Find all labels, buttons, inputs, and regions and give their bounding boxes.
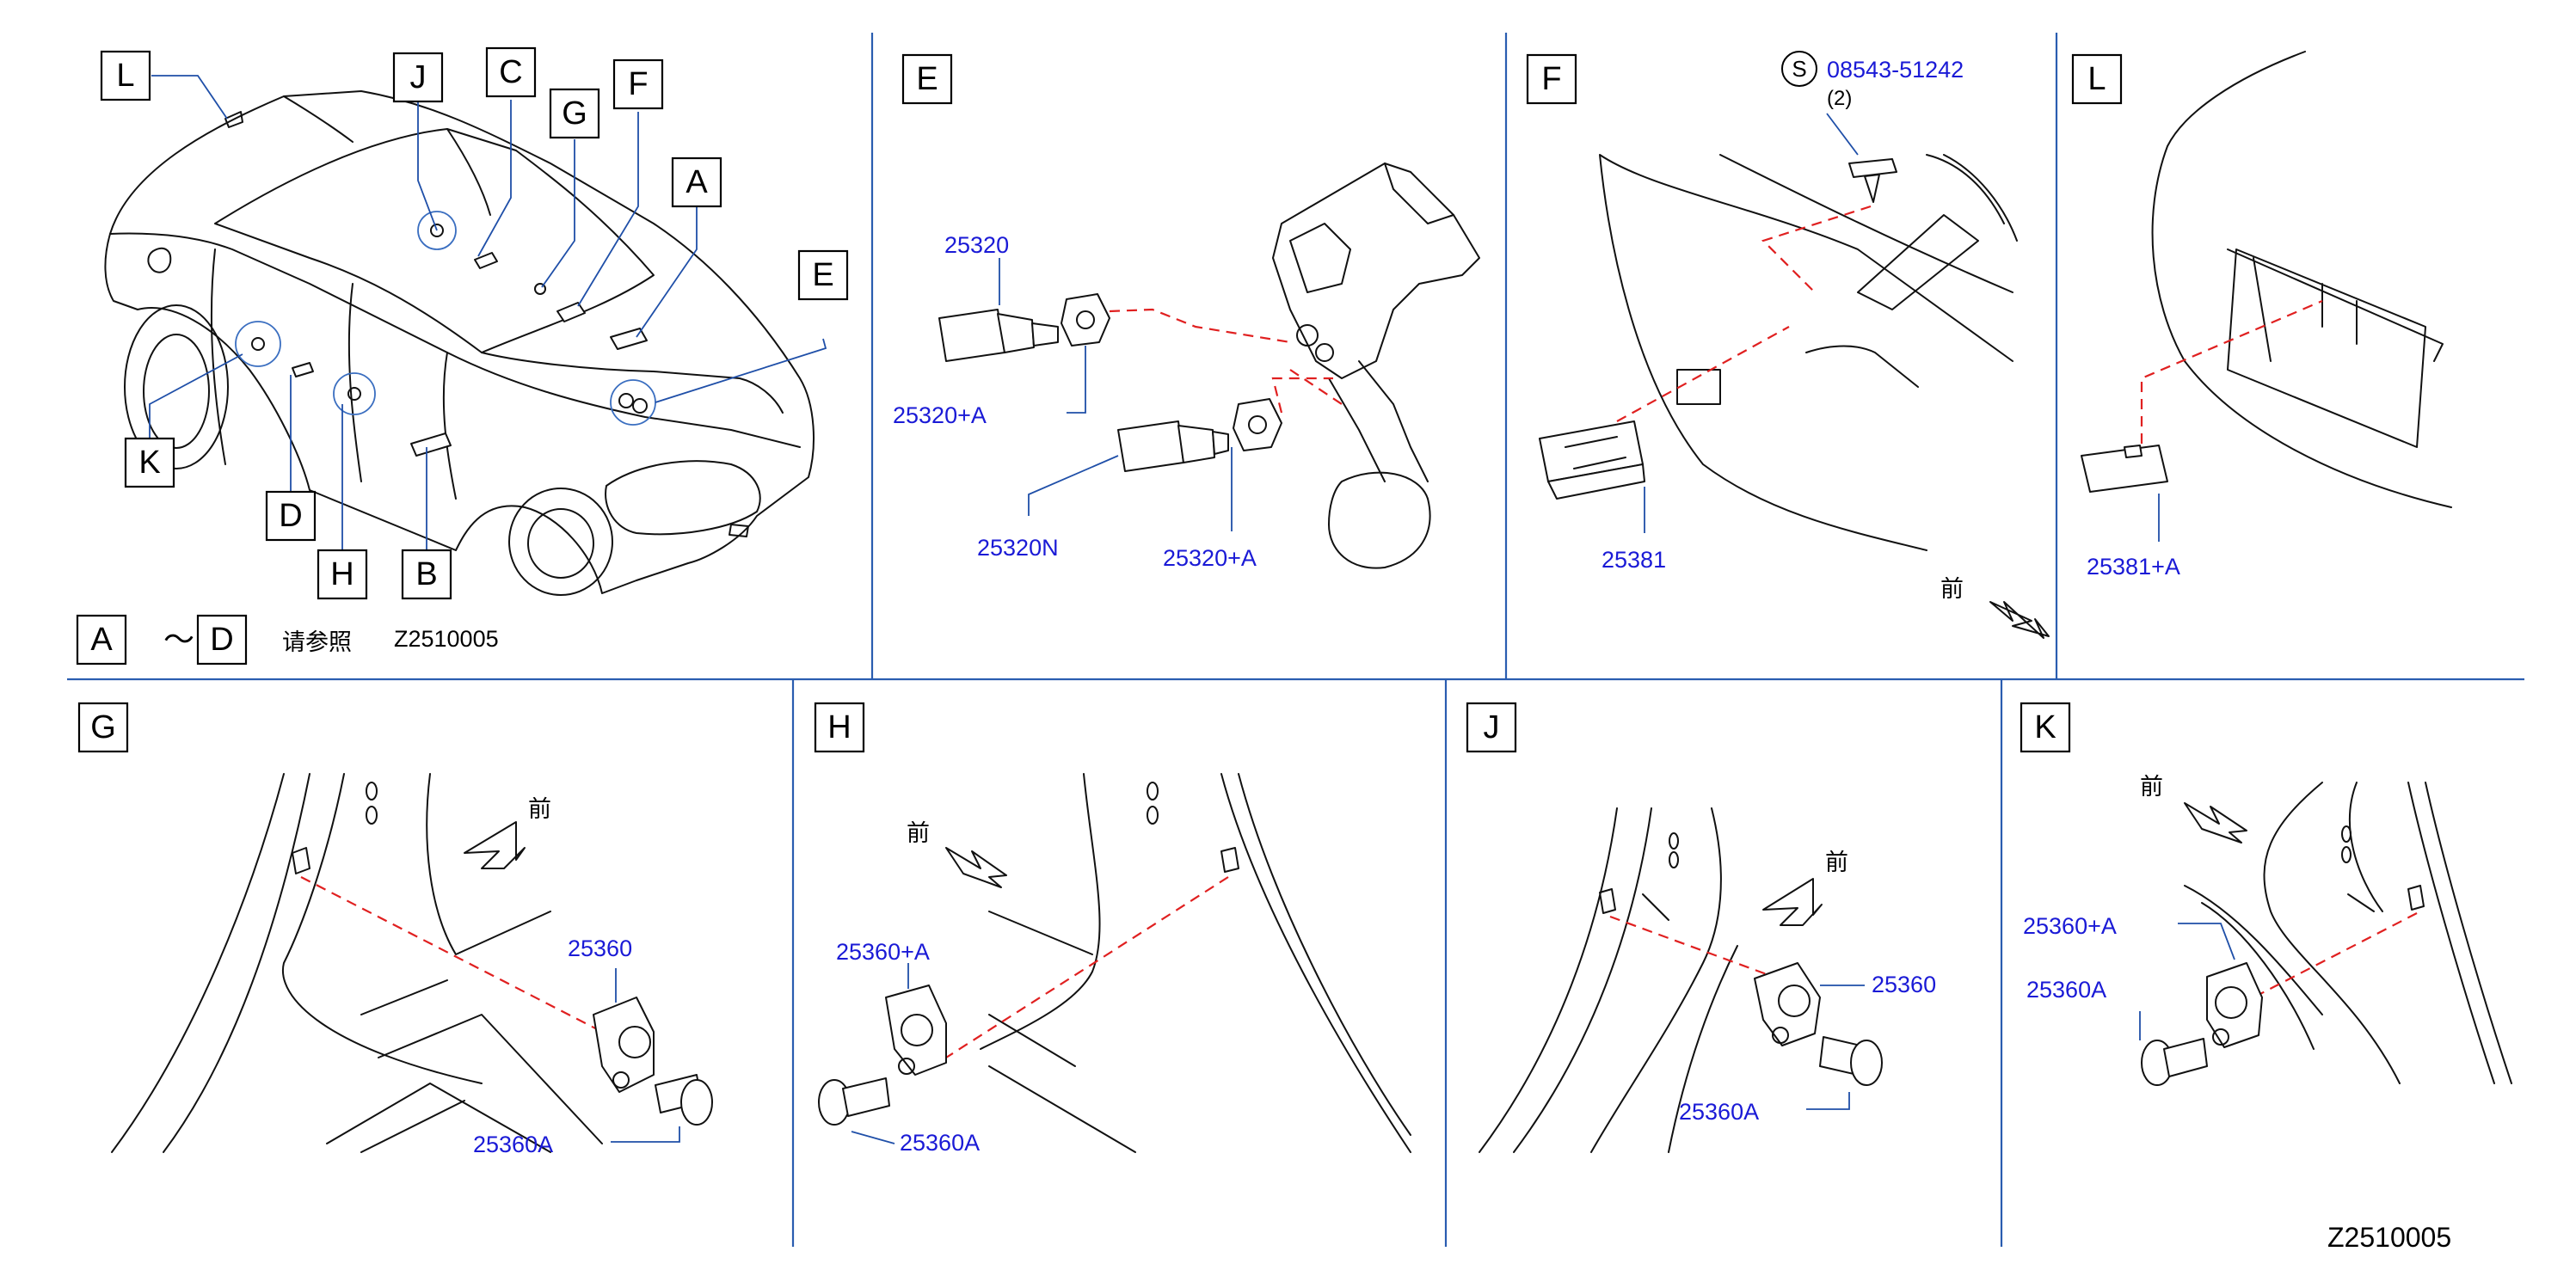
part-number: 25320+A <box>893 402 987 428</box>
screw-25360a-k <box>2141 1038 2208 1086</box>
diagram-code: Z2510005 <box>2327 1222 2451 1253</box>
callout-label: H <box>330 556 354 592</box>
callout-j: J <box>392 52 444 103</box>
panel-h: H 25360+A 25360A 前 <box>814 702 1411 1156</box>
callout-label: E <box>812 257 833 293</box>
part-number: 25360+A <box>836 939 930 965</box>
front-indicator-text: 前 <box>1940 576 1964 603</box>
front-arrow-icon <box>464 821 526 869</box>
callout-label: C <box>499 54 522 90</box>
part-number: 25360A <box>473 1132 553 1157</box>
reference-note: A ～ D 请参照 Z2510005 <box>76 614 499 666</box>
part-number: 25360A <box>900 1130 980 1156</box>
panel-g-label: G <box>90 709 116 745</box>
panel-k-label: K <box>2034 709 2056 745</box>
door-switch-25360-g <box>593 997 655 1093</box>
part-number: 25381+A <box>2087 554 2180 580</box>
callout-g: G <box>549 88 600 139</box>
stop-lamp-switch-lower <box>1117 398 1282 472</box>
panel-e-label: E <box>916 61 938 97</box>
part-number: 25360A <box>1679 1099 1759 1125</box>
panel-j-label: J <box>1484 709 1500 745</box>
front-indicator-text: 前 <box>907 820 930 847</box>
pillar-illustration-g <box>111 773 603 1153</box>
part-number: 08543-51242 <box>1827 57 1964 83</box>
panel-j: J 25360 25360A 前 <box>1466 702 1936 1153</box>
license-lamp-25381a <box>2081 445 2168 493</box>
small-clip-icons <box>251 224 648 414</box>
part-number: 25360 <box>1872 972 1936 997</box>
callout-e: E <box>797 249 849 301</box>
callout-label: B <box>415 556 437 592</box>
callout-b: B <box>401 549 452 600</box>
callout-f: F <box>612 58 664 110</box>
panel-l-label: L <box>2087 61 2106 97</box>
panel-h-label: H <box>827 709 851 745</box>
trunk-illustration <box>1599 154 2018 551</box>
door-switch-25360a-k <box>2206 962 2263 1048</box>
callout-k: K <box>124 437 175 488</box>
callout-label: K <box>138 445 160 481</box>
front-indicator-text: 前 <box>528 796 551 823</box>
brake-pedal-assembly <box>1272 163 1480 569</box>
callout-l: L <box>100 50 151 101</box>
part-number: 25320N <box>977 535 1059 561</box>
callout-label: L <box>116 58 134 94</box>
screw-25360a-g <box>655 1074 713 1126</box>
pillar-illustration-k <box>2184 782 2512 1084</box>
overview-panel: L J C G F A E K D H B A ～ D 请参照 Z2510005 <box>76 46 849 666</box>
ref-from-label: A <box>90 622 113 658</box>
panel-f: F S 08543-51242 (2) 25381 前 <box>1526 51 2050 639</box>
screw-25360a-j <box>1819 1036 1883 1086</box>
callout-d: D <box>265 490 317 542</box>
panel-k: K 25360+A 25360A 前 <box>2020 702 2512 1086</box>
ref-code: Z2510005 <box>394 626 499 652</box>
trunk-lamp-25381 <box>1539 420 1645 500</box>
callout-label: F <box>628 66 648 102</box>
panel-g: G 25360 25360A 前 <box>77 702 713 1157</box>
panel-dividers <box>67 33 2524 1247</box>
callout-h: H <box>317 549 368 600</box>
rear-bumper-illustration <box>2151 51 2452 508</box>
part-quantity: (2) <box>1827 87 1852 110</box>
stop-lamp-switch-upper <box>938 293 1110 362</box>
front-indicator-text: 前 <box>2140 774 2163 801</box>
part-number: 25320 <box>944 232 1009 258</box>
ref-text: 请参照 <box>282 629 352 656</box>
car-illustration <box>104 90 815 596</box>
part-number: 25360A <box>2026 977 2106 1003</box>
screw-25360a-h <box>818 1077 890 1126</box>
callout-label: A <box>685 164 708 200</box>
callout-label: J <box>410 59 427 95</box>
door-switch-25360-j <box>1754 962 1821 1046</box>
callout-a: A <box>671 156 722 208</box>
front-arrow-icon <box>1762 878 1823 926</box>
part-number: 25360+A <box>2023 913 2117 939</box>
ref-to-label: D <box>210 622 233 658</box>
panel-f-label: F <box>1541 61 1561 97</box>
front-arrow-icon <box>2184 802 2247 844</box>
pillar-illustration-h <box>980 773 1411 1153</box>
part-number: 25381 <box>1602 547 1666 573</box>
panel-l: L 25381+A <box>2071 51 2452 580</box>
part-number: 25360 <box>568 936 632 961</box>
callout-c: C <box>485 46 537 98</box>
s-mark: S <box>1792 56 1806 82</box>
ref-tilde: ～ <box>163 622 194 657</box>
callout-label: G <box>562 95 587 132</box>
door-switch-25360a-h <box>885 985 947 1076</box>
screw-08543-51242 <box>1848 158 1897 203</box>
pillar-illustration-j <box>1479 807 1738 1153</box>
front-arrow-icon <box>945 847 1007 888</box>
front-indicator-text: 前 <box>1825 850 1848 876</box>
panel-e: E <box>893 53 1480 571</box>
front-arrow-icon <box>1989 601 2050 639</box>
callout-label: D <box>279 498 302 534</box>
part-number: 25320+A <box>1163 545 1257 571</box>
